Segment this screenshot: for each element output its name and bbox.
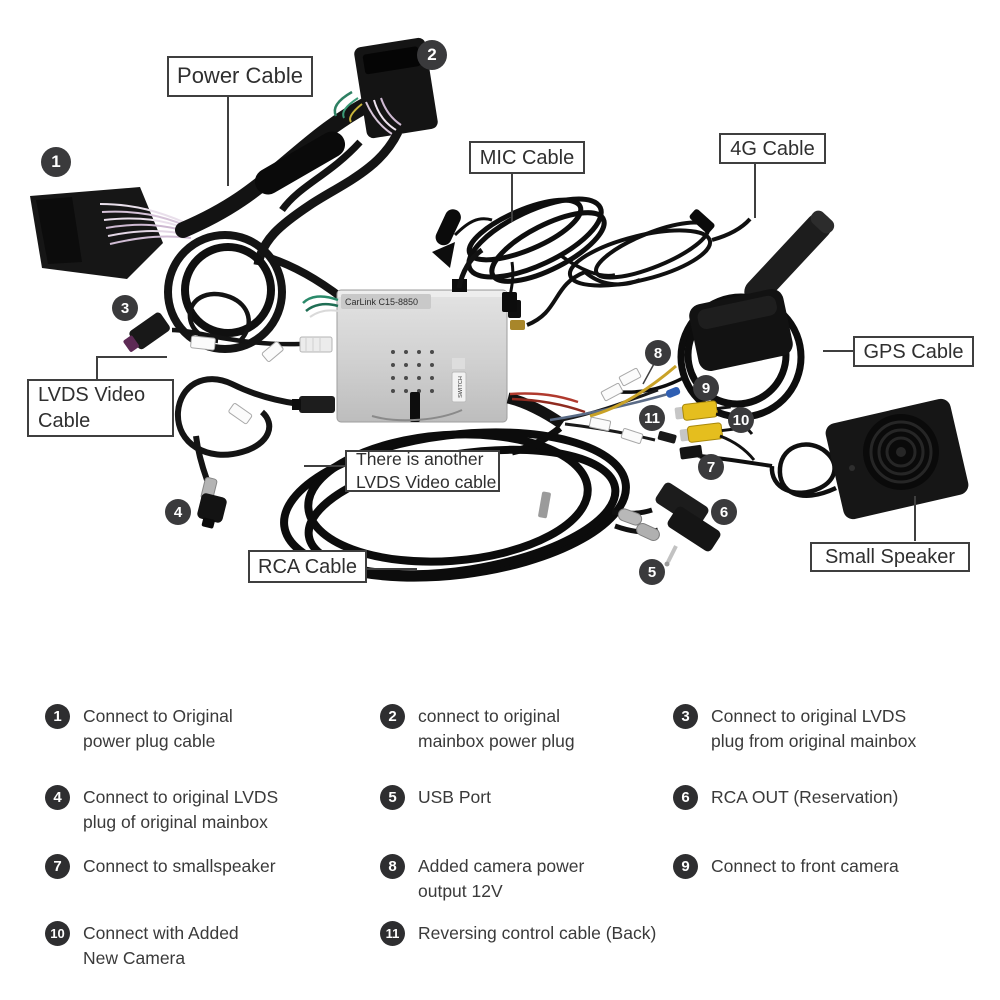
callout-lvds-video-cable: LVDS Video Cable <box>27 379 174 437</box>
legend-text-9: Connect to front camera <box>711 856 899 876</box>
unit-switch-label: SWITCH <box>458 376 464 398</box>
legend-num-3: 3 <box>673 704 698 729</box>
diagram-marker-4: 4 <box>165 499 191 525</box>
diagram-marker-5: 5 <box>639 559 665 585</box>
legend-num-6: 6 <box>673 785 698 810</box>
legend-item-9: 9 Connect to front camera <box>673 854 899 879</box>
diagram-marker-2: 2 <box>417 40 447 70</box>
legend-num-10: 10 <box>45 921 70 946</box>
legend-num-5: 5 <box>380 785 405 810</box>
diagram-marker-6: 6 <box>711 499 737 525</box>
callout-leader-lines <box>96 97 916 570</box>
legend-num-1: 1 <box>45 704 70 729</box>
legend-item-8: 8 Added camera power output 12V <box>380 854 584 904</box>
diagram-marker-10: 10 <box>728 407 754 433</box>
legend-item-5: 5 USB Port <box>380 785 491 810</box>
diagram-marker-7: 7 <box>698 454 724 480</box>
gps-cable-art <box>619 288 805 421</box>
legend-text-8: Added camera power output 12V <box>418 856 585 901</box>
legend-num-9: 9 <box>673 854 698 879</box>
legend-item-10: 10 Connect with Added New Camera <box>45 921 239 971</box>
legend-num-7: 7 <box>45 854 70 879</box>
callout-another-lvds-cable: There is another LVDS Video cable <box>345 449 500 492</box>
mic-cable-art <box>432 196 616 312</box>
diagram-marker-3: 3 <box>112 295 138 321</box>
power-cable-art <box>30 37 438 353</box>
legend-text-11: Reversing control cable (Back) <box>418 923 657 943</box>
legend-item-3: 3 Connect to original LVDS plug from ori… <box>673 704 916 754</box>
callout-power-cable: Power Cable <box>167 56 313 97</box>
callout-4g-cable: 4G Cable <box>719 133 826 164</box>
lvds-cable-2-art <box>174 376 300 529</box>
callout-rca-cable: RCA Cable <box>248 550 367 583</box>
legend-item-4: 4 Connect to original LVDS plug of origi… <box>45 785 278 835</box>
rca-cable-art <box>280 425 721 582</box>
diagram-marker-8: 8 <box>645 340 671 366</box>
legend-num-11: 11 <box>380 921 405 946</box>
lvds-cable-1-art <box>123 291 301 362</box>
callout-gps-cable: GPS Cable <box>853 336 974 367</box>
legend-item-2: 2 connect to original mainbox power plug <box>380 704 575 754</box>
output-harness-art <box>506 361 756 461</box>
four-g-cable-art <box>526 209 835 327</box>
legend-text-4: Connect to original LVDS plug of origina… <box>83 787 279 832</box>
legend-text-6: RCA OUT (Reservation) <box>711 787 899 807</box>
wiring-diagram-art: CarLink C15-8850 SWITCH <box>30 37 969 582</box>
small-speaker-art <box>679 398 969 520</box>
callout-mic-cable: MIC Cable <box>469 141 585 174</box>
legend-num-2: 2 <box>380 704 405 729</box>
legend-text-5: USB Port <box>418 787 491 807</box>
legend-text-1: Connect to Original power plug cable <box>83 706 233 751</box>
main-unit: CarLink C15-8850 SWITCH <box>292 279 525 423</box>
unit-model-label: CarLink C15-8850 <box>345 297 418 307</box>
diagram-marker-9: 9 <box>693 375 719 401</box>
legend-num-4: 4 <box>45 785 70 810</box>
legend-text-2: connect to original mainbox power plug <box>418 706 575 751</box>
legend-text-10: Connect with Added New Camera <box>83 923 239 968</box>
legend-text-7: Connect to smallspeaker <box>83 856 276 876</box>
diagram-marker-11: 11 <box>639 405 665 431</box>
legend-item-7: 7 Connect to smallspeaker <box>45 854 276 879</box>
legend-item-6: 6 RCA OUT (Reservation) <box>673 785 898 810</box>
legend-num-8: 8 <box>380 854 405 879</box>
diagram-marker-1: 1 <box>41 147 71 177</box>
four-g-antenna <box>744 210 835 305</box>
unit-vent-holes <box>391 350 434 393</box>
legend-text-3: Connect to original LVDS plug from origi… <box>711 706 917 751</box>
rca-jack-yellow-1 <box>674 400 731 421</box>
legend-item-11: 11 Reversing control cable (Back) <box>380 921 656 946</box>
callout-small-speaker: Small Speaker <box>810 542 970 572</box>
legend-item-1: 1 Connect to Original power plug cable <box>45 704 233 754</box>
